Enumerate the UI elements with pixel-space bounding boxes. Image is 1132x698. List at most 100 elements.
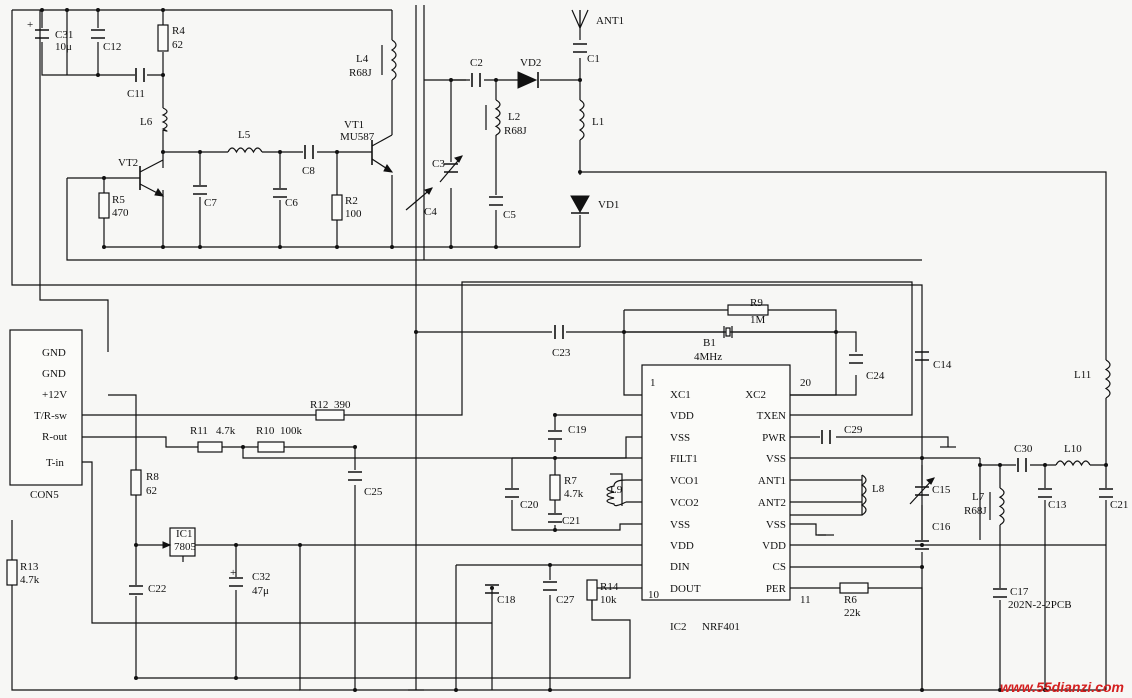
label-r14: R14	[600, 581, 619, 593]
resistor-r5	[98, 192, 110, 219]
label-r2: R2	[345, 195, 358, 207]
label-pin10: 10	[648, 589, 660, 601]
label-c12: C12	[103, 41, 121, 53]
capacitor-c5	[489, 196, 503, 206]
capacitor-c31: +	[27, 19, 49, 39]
connector-pins: GND GND +12V T/R-sw R-out T-in	[34, 347, 67, 469]
label-c13: C13	[1048, 499, 1067, 511]
capacitor-c17	[993, 588, 1007, 598]
label-c2: C2	[470, 57, 483, 69]
resistor-r13	[6, 559, 18, 586]
label-r11: R11	[190, 425, 208, 437]
connector-pin-r-out: R-out	[42, 431, 67, 443]
label-l8: L8	[872, 483, 885, 495]
crystal-b1	[712, 326, 744, 338]
label-r9-value: 1M	[750, 314, 766, 326]
diode-vd2	[517, 71, 539, 89]
pin-vss: VSS	[670, 519, 690, 531]
pin-vdd: VDD	[762, 540, 786, 552]
resistor-r12	[315, 409, 345, 421]
capacitor-c8	[304, 145, 314, 159]
connector-pin-gnd: GND	[42, 347, 66, 359]
label-vd2: VD2	[520, 57, 541, 69]
pin-vss: VSS	[766, 453, 786, 465]
label-r10-value: 100k	[280, 425, 303, 437]
capacitor-c1	[573, 43, 587, 53]
label-r12-value: 390	[334, 399, 351, 411]
capacitor-c29	[821, 430, 831, 444]
connector-pin-t-in: T-in	[46, 457, 64, 469]
label-r7-value: 4.7k	[564, 488, 584, 500]
label-r14-value: 10k	[600, 594, 617, 606]
label-l4: L4	[356, 53, 369, 65]
inductor-l1	[578, 99, 585, 141]
label-l2-value: R68J	[504, 125, 527, 137]
label-l9: L9	[610, 484, 623, 496]
resistor-r7	[549, 474, 561, 501]
resistor-r6	[839, 582, 869, 594]
capacitor-c23	[554, 325, 564, 339]
label-ic1: IC1	[176, 528, 193, 540]
label-c31-value: 10μ	[55, 41, 72, 53]
label-c11: C11	[127, 88, 145, 100]
label-con5: CON5	[30, 489, 59, 501]
label-c15: C15	[932, 484, 951, 496]
ic2-right-pins: XC2 TXEN PWR VSS ANT1 ANT2 VSS VDD CS PE…	[745, 389, 786, 595]
label-r2-value: 100	[345, 208, 362, 220]
capacitor-c2	[471, 73, 481, 87]
resistor-r4	[157, 24, 169, 52]
svg-text:+: +	[27, 19, 33, 31]
label-l6: L6	[140, 116, 153, 128]
label-c19: C19	[568, 424, 587, 436]
label-vt2: VT2	[118, 157, 138, 169]
label-c32: C32	[252, 571, 270, 583]
capacitor-c6	[273, 188, 287, 198]
label-r4: R4	[172, 25, 185, 37]
pin-ant1: ANT1	[758, 475, 786, 487]
label-c20: C20	[520, 499, 539, 511]
watermark: www.55dianzi.com	[1000, 679, 1124, 695]
component-labels: C31 10μ C12 R4 62 C11 L6 L5 VT2 VT1 MU58…	[20, 15, 1128, 633]
label-r6-value: 22k	[844, 607, 861, 619]
label-l1: L1	[592, 116, 604, 128]
inductor-l6	[161, 107, 168, 132]
pin-din: DIN	[670, 561, 690, 573]
antenna-icon	[571, 9, 589, 30]
inductor-l2	[485, 99, 501, 136]
inductor-l4	[381, 39, 397, 81]
label-c17-value: 202N-2-2PCB	[1008, 599, 1072, 611]
capacitor-c18	[485, 584, 499, 594]
label-ic1-value: 7805	[174, 541, 197, 553]
label-pin11: 11	[800, 594, 811, 606]
label-c4: C4	[424, 206, 437, 218]
label-ic2-value: NRF401	[702, 621, 740, 633]
diode-vd1	[570, 195, 590, 214]
capacitor-c13	[1038, 488, 1052, 498]
capacitor-c24	[849, 354, 863, 364]
label-c31: C31	[55, 29, 73, 41]
label-r5: R5	[112, 194, 125, 206]
label-r7: R7	[564, 475, 577, 487]
variable-capacitor-c3	[439, 155, 463, 183]
inductor-l11	[1104, 359, 1111, 399]
pin-per: PER	[766, 583, 787, 595]
inductor-l8	[860, 474, 867, 516]
capacitor-c12	[91, 29, 105, 39]
variable-capacitor-c15	[909, 477, 935, 505]
pin-vdd: VDD	[670, 410, 694, 422]
capacitor-c19	[548, 430, 562, 440]
label-c1: C1	[587, 53, 600, 65]
label-r6: R6	[844, 594, 857, 606]
label-c3: C3	[432, 158, 445, 170]
label-c21b: C21	[1110, 499, 1128, 511]
pin-vss: VSS	[766, 519, 786, 531]
label-r8-value: 62	[146, 485, 157, 497]
label-r8: R8	[146, 471, 159, 483]
label-l10: L10	[1064, 443, 1082, 455]
label-l7: L7	[972, 491, 985, 503]
transistor-vt1	[371, 134, 394, 173]
label-c5: C5	[503, 209, 516, 221]
pin-xc2: XC2	[745, 389, 766, 401]
label-r12: R12	[310, 399, 328, 411]
transistor-vt2	[139, 159, 165, 197]
